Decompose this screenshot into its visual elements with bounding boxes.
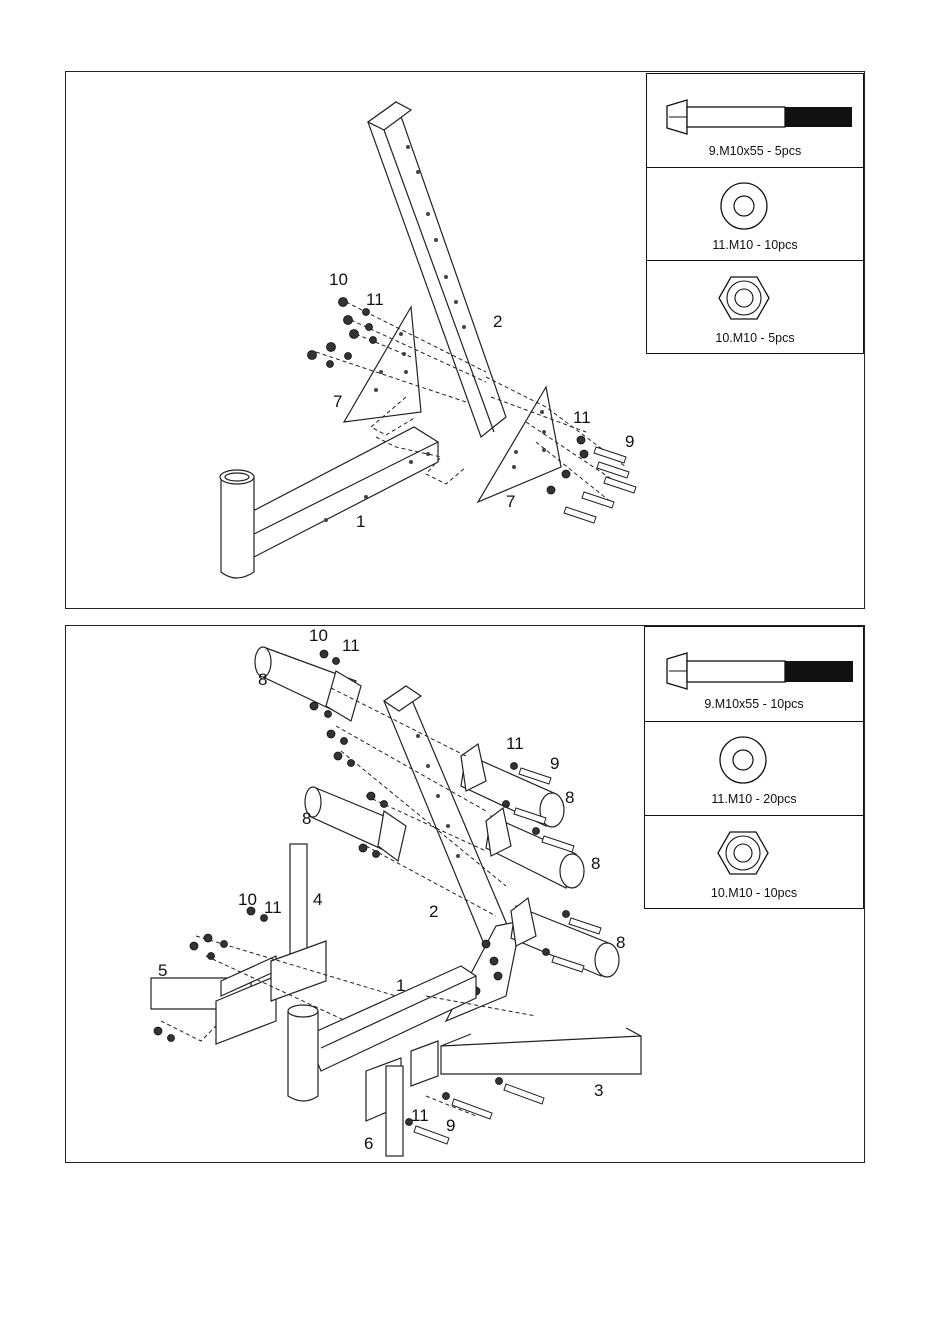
vertical-post-4: [290, 844, 307, 964]
callout-1: 1: [396, 976, 405, 996]
legend-label: 9.M10x55 - 10pcs: [645, 697, 863, 711]
callout-8: 8: [565, 788, 574, 808]
hardware-legend-bottom: 9.M10x55 - 10pcs 11.M10 - 20pcs 10.M10 -…: [644, 626, 864, 909]
callout-2: 2: [429, 902, 438, 922]
callout-4: 4: [313, 890, 322, 910]
legend-item-nut: 10.M10 - 10pcs: [645, 815, 863, 909]
assembly-step-panel-bottom: 10 11 8 11 9 8 8 8 2 8 10 11 4 5 1 3 11 …: [65, 625, 865, 1163]
callout-11: 11: [366, 290, 384, 310]
legend-label: 11.M10 - 10pcs: [647, 238, 863, 252]
callout-11: 11: [506, 734, 524, 754]
callout-3: 3: [594, 1081, 603, 1101]
callout-11: 11: [264, 898, 282, 918]
callout-8: 8: [591, 854, 600, 874]
legend-label: 10.M10 - 10pcs: [645, 886, 863, 900]
legend-item-nut: 10.M10 - 5pcs: [647, 260, 863, 354]
legend-label: 10.M10 - 5pcs: [647, 331, 863, 345]
callout-7: 7: [506, 492, 515, 512]
legend-item-washer: 11.M10 - 10pcs: [647, 167, 863, 261]
callout-9: 9: [550, 754, 559, 774]
callout-8: 8: [616, 933, 625, 953]
weight-peg-8-right-1: [461, 744, 564, 827]
callout-10: 10: [238, 890, 257, 910]
assembly-step-panel-top: 10 11 2 7 11 9 7 1 9.M10x55 - 5pcs 11.M1…: [65, 71, 865, 609]
bolts-washers-right-top: [547, 436, 636, 523]
callout-5: 5: [158, 961, 167, 981]
legend-item-bolt: 9.M10x55 - 10pcs: [645, 627, 863, 720]
callout-11: 11: [342, 636, 360, 656]
callout-8: 8: [302, 809, 311, 829]
callout-9: 9: [446, 1116, 455, 1136]
callout-6: 6: [364, 1134, 373, 1154]
hardware-legend-top: 9.M10x55 - 5pcs 11.M10 - 10pcs 10.M10 - …: [646, 73, 864, 354]
callout-7: 7: [333, 392, 342, 412]
legend-label: 11.M10 - 20pcs: [645, 792, 863, 806]
gusset-plate-7-left: [344, 307, 421, 422]
callout-2: 2: [493, 312, 502, 332]
callout-1: 1: [356, 512, 365, 532]
callout-10: 10: [329, 270, 348, 290]
bracket-6: [366, 1041, 438, 1156]
callout-8: 8: [258, 670, 267, 690]
legend-label: 9.M10x55 - 5pcs: [647, 144, 863, 158]
base-tube-1: [220, 427, 438, 578]
callout-9: 9: [625, 432, 634, 452]
weight-peg-8-midleft: [305, 787, 406, 861]
callout-10: 10: [309, 626, 328, 646]
legend-item-bolt: 9.M10x55 - 5pcs: [647, 74, 863, 167]
weight-peg-8-topleft: [255, 647, 361, 721]
callout-11: 11: [573, 408, 591, 428]
callout-11: 11: [411, 1106, 429, 1126]
side-arm-3: [441, 1028, 641, 1074]
legend-item-washer: 11.M10 - 20pcs: [645, 721, 863, 815]
